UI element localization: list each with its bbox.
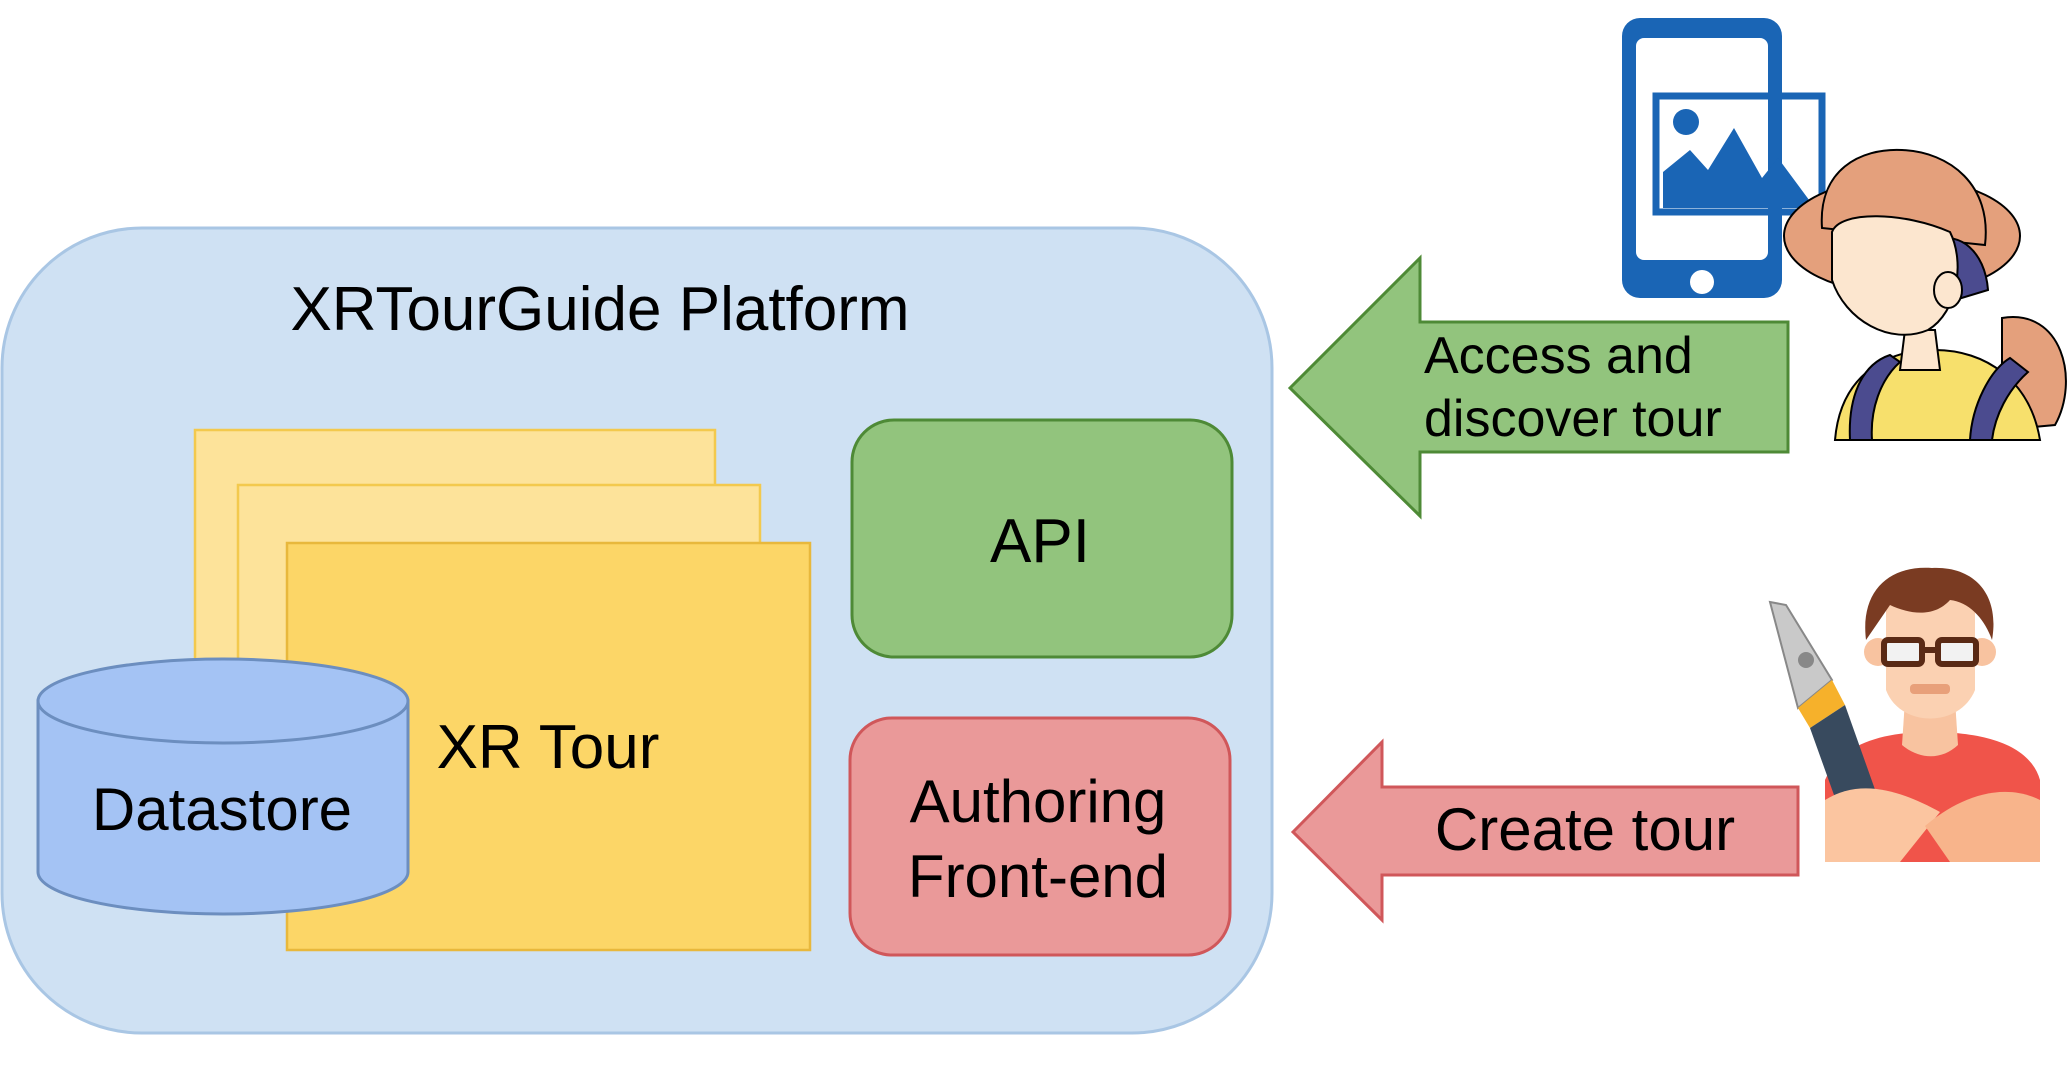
author-with-pen-icon: [1768, 567, 2040, 862]
api-box: [850, 418, 1234, 659]
create-arrow-shape: [1290, 738, 1800, 924]
platform-title: XRTourGuide Platform: [290, 275, 909, 344]
access-tour-arrow: Access and discover tour: [1287, 254, 1790, 520]
authoring-box: [848, 716, 1232, 957]
tourist-with-phone-icon: [1622, 18, 2067, 441]
datastore-label: Datastore: [92, 776, 352, 843]
authoring-frontend-component: Authoring Front-end: [848, 716, 1232, 957]
create-arrow-label: Create tour: [1435, 796, 1735, 863]
access-arrow-label-line2: discover tour: [1424, 390, 1722, 448]
access-arrow-label-line1: Access and: [1424, 327, 1693, 385]
authoring-label-line1: Authoring: [910, 768, 1167, 835]
datastore: Datastore: [36, 657, 410, 916]
authoring-label-line2: Front-end: [908, 843, 1168, 910]
datastore-top: [36, 657, 410, 745]
datastore-body: [36, 699, 410, 916]
create-tour-arrow: Create tour: [1290, 738, 1800, 924]
access-arrow-shape: [1287, 254, 1790, 520]
api-label: API: [990, 507, 1090, 576]
xr-tour-label: XR Tour: [437, 713, 660, 782]
api-component: API: [850, 418, 1234, 659]
